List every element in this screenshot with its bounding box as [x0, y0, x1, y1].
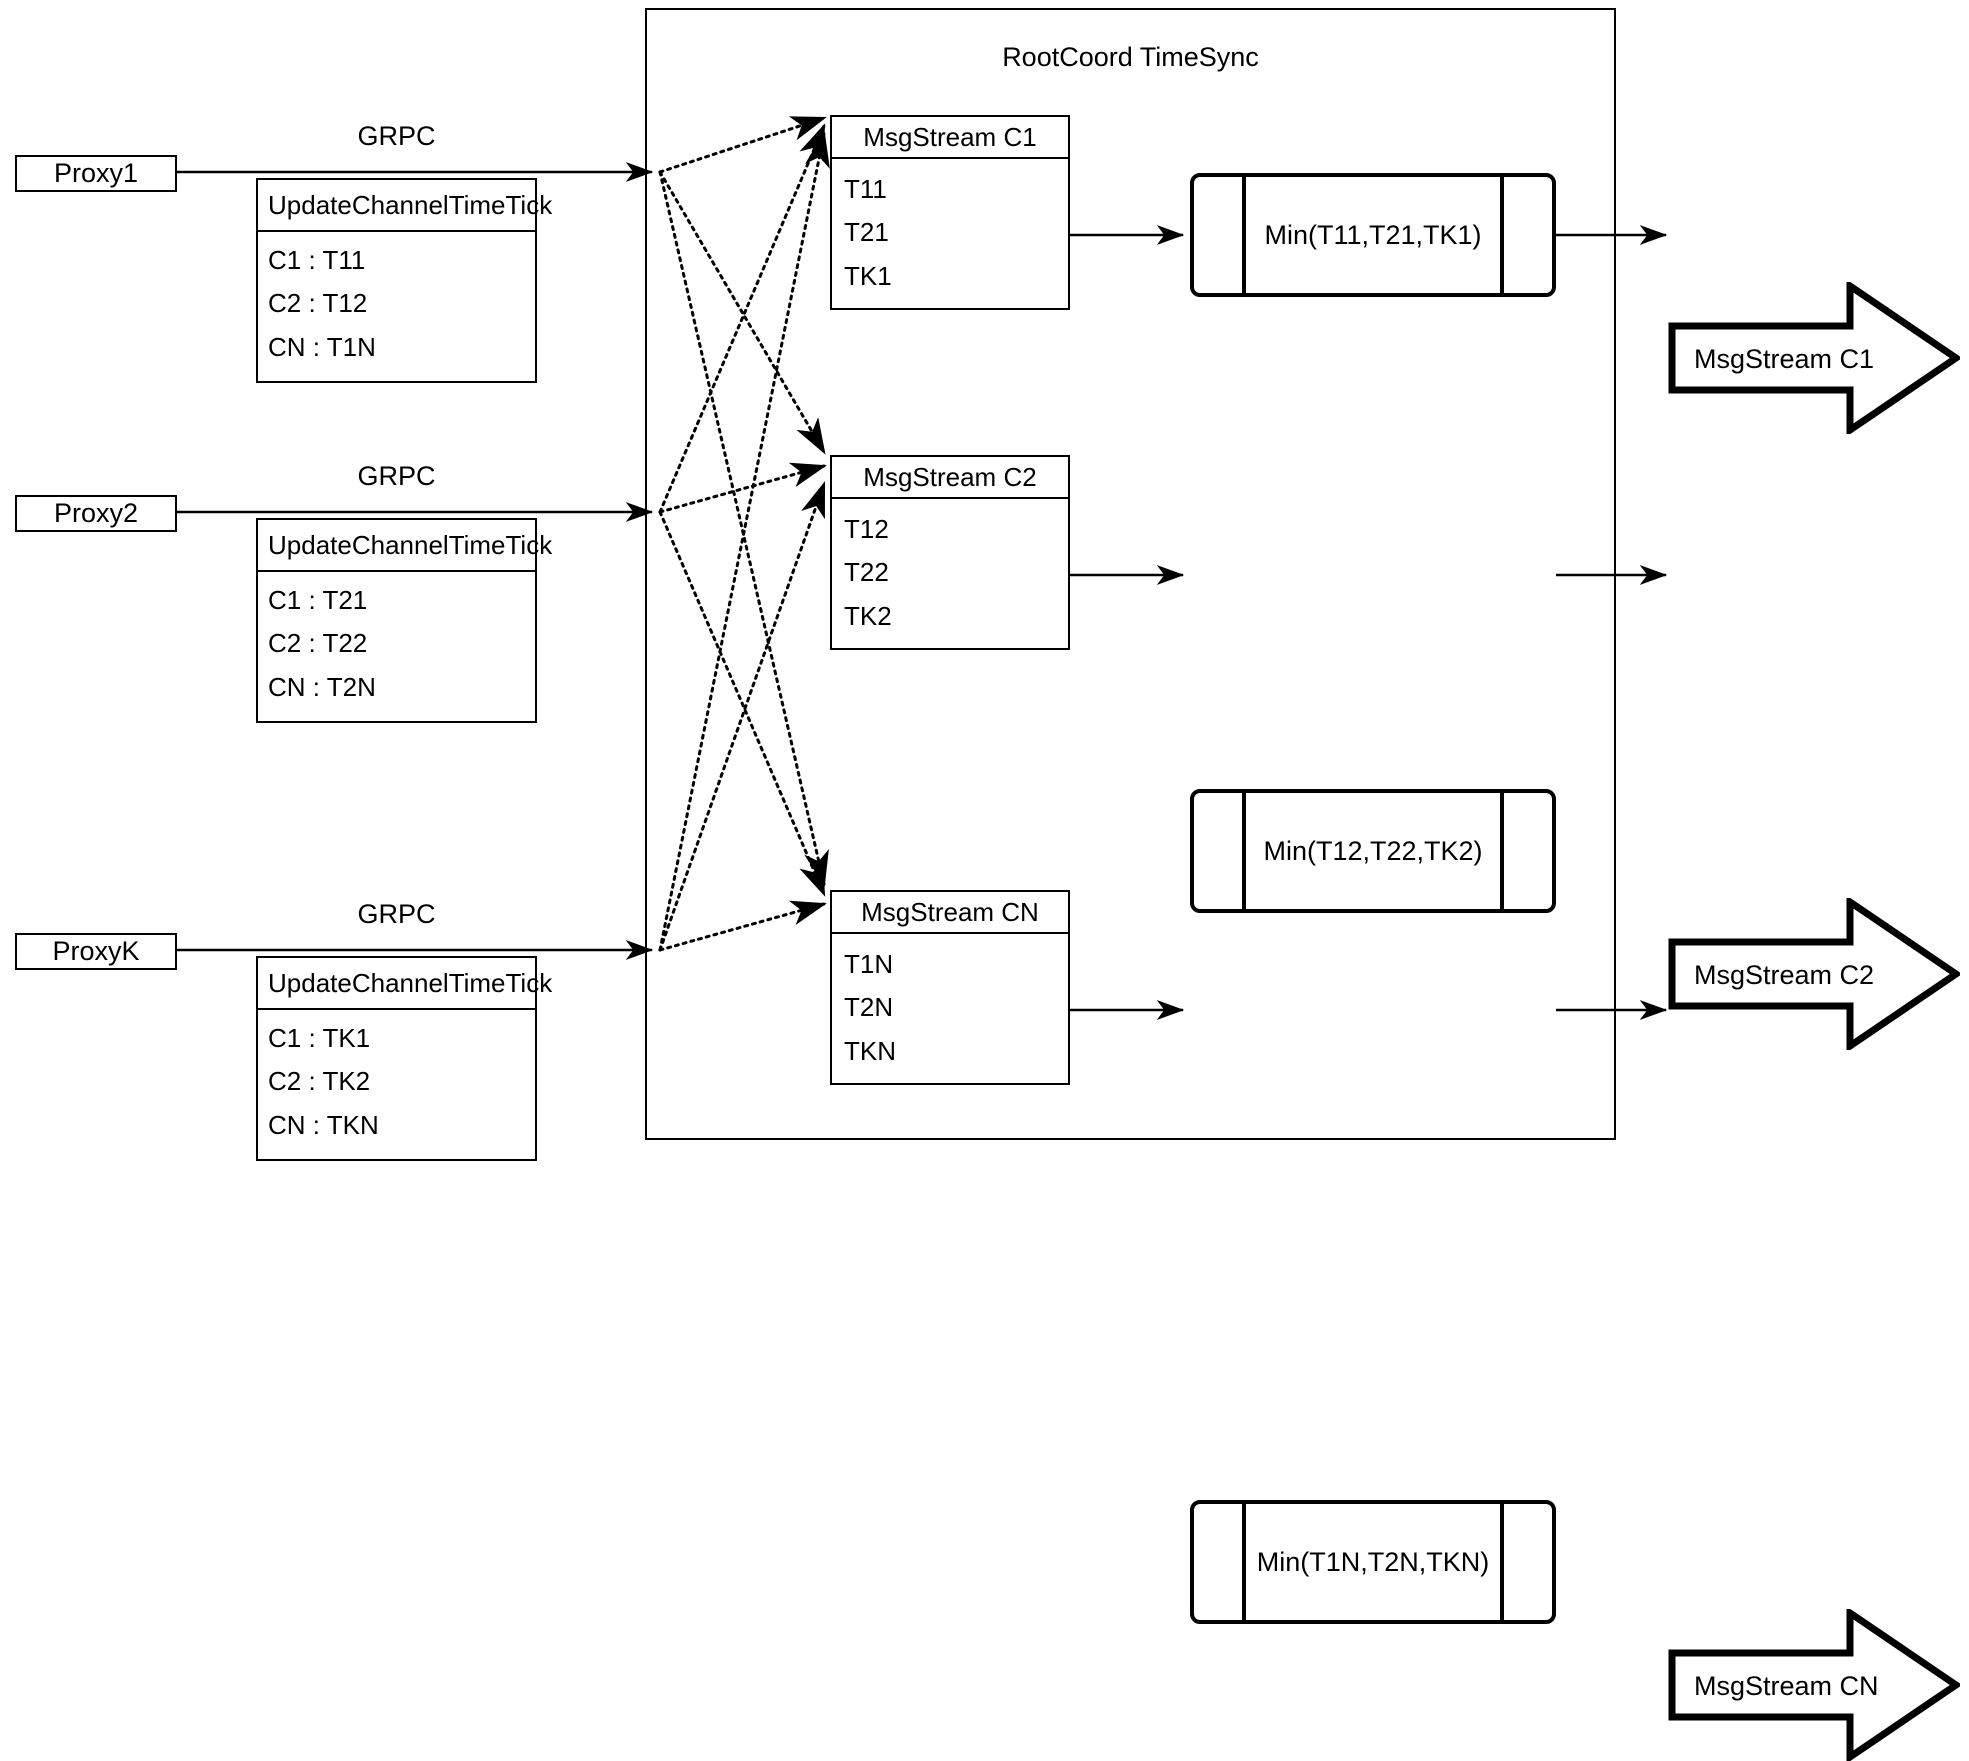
msgstream-box-c2: MsgStream C2 T12 T22 TK2 — [830, 455, 1070, 650]
min-label: Min(T1N,T2N,TKN) — [1256, 1546, 1490, 1577]
min-label: Min(T11,T21,TK1) — [1264, 219, 1482, 250]
timetick-row: C1 : TK1 — [268, 1022, 371, 1053]
update-channel-timetick-box-2: UpdateChannelTimeTick C1 : T21 C2 : T22 … — [256, 518, 552, 723]
grpc-label-1: GRPC — [357, 121, 436, 151]
rootcoord-timesync-title: RootCoord TimeSync — [1002, 42, 1259, 72]
output-block-arrow-c1: MsgStream C1 — [1668, 282, 1960, 434]
msgstream-title: MsgStream CN — [832, 892, 1068, 934]
timetick-rows: C1 : TK1 C2 : TK2 CN : TKN — [258, 1010, 535, 1159]
timetick-row: CN : T1N — [268, 332, 376, 363]
proxy-label: Proxy1 — [53, 158, 139, 188]
msgstream-box-cn: MsgStream CN T1N T2N TKN — [830, 890, 1070, 1085]
timetick-header: UpdateChannelTimeTick — [258, 180, 552, 232]
update-channel-timetick-box-k: UpdateChannelTimeTick C1 : TK1 C2 : TK2 … — [256, 956, 552, 1161]
msgstream-row: T12 — [844, 513, 889, 544]
timetick-row: C1 : T11 — [268, 244, 366, 275]
output-arrow-label: MsgStream C1 — [1694, 344, 1875, 374]
timetick-header: UpdateChannelTimeTick — [258, 520, 552, 572]
update-channel-timetick-box-1: UpdateChannelTimeTick C1 : T11 C2 : T12 … — [256, 178, 552, 383]
msgstream-row: T21 — [844, 217, 889, 248]
proxy-box-1[interactable]: Proxy1 — [15, 155, 177, 192]
msgstream-row: T1N — [844, 948, 894, 979]
output-arrow-label: MsgStream C2 — [1694, 960, 1875, 990]
min-left-divider — [1242, 793, 1246, 909]
msgstream-rows: T12 T22 TK2 — [832, 499, 1068, 648]
timetick-row: C2 : T12 — [268, 288, 368, 319]
msgstream-rows: T11 T21 TK1 — [832, 159, 1068, 308]
min-left-divider — [1242, 177, 1246, 293]
msgstream-row: TK1 — [844, 261, 892, 292]
min-right-divider — [1500, 793, 1504, 909]
msgstream-box-c1: MsgStream C1 T11 T21 TK1 — [830, 115, 1070, 310]
grpc-label-2: GRPC — [357, 461, 436, 491]
msgstream-row: T22 — [844, 557, 889, 588]
output-block-arrow-c2: MsgStream C2 — [1668, 898, 1960, 1050]
timetick-rows: C1 : T11 C2 : T12 CN : T1N — [258, 232, 535, 381]
msgstream-row: T11 — [844, 173, 887, 204]
msgstream-title: MsgStream C2 — [832, 457, 1068, 499]
min-left-divider — [1242, 1504, 1246, 1620]
msgstream-rows: T1N T2N TKN — [832, 934, 1068, 1083]
output-arrow-label: MsgStream CN — [1694, 1671, 1879, 1701]
msgstream-row: TKN — [844, 1036, 896, 1067]
timetick-row: C2 : T22 — [268, 628, 368, 659]
min-process-shape-n: Min(T1N,T2N,TKN) — [1190, 1500, 1556, 1624]
timetick-row: C2 : TK2 — [268, 1066, 371, 1097]
timetick-row: CN : TKN — [268, 1110, 379, 1141]
min-right-divider — [1500, 1504, 1504, 1620]
proxy-box-2[interactable]: Proxy2 — [15, 495, 177, 532]
grpc-label-k: GRPC — [357, 899, 436, 929]
msgstream-row: TK2 — [844, 601, 892, 632]
timetick-row: CN : T2N — [268, 672, 376, 703]
min-process-shape-2: Min(T12,T22,TK2) — [1190, 789, 1556, 913]
proxy-label: Proxy2 — [53, 498, 139, 528]
msgstream-title: MsgStream C1 — [832, 117, 1068, 159]
timetick-row: C1 : T21 — [268, 584, 368, 615]
proxy-label: ProxyK — [52, 936, 140, 966]
min-label: Min(T12,T22,TK2) — [1263, 835, 1483, 866]
proxy-box-k[interactable]: ProxyK — [15, 933, 177, 970]
timetick-rows: C1 : T21 C2 : T22 CN : T2N — [258, 572, 535, 721]
output-block-arrow-cn: MsgStream CN — [1668, 1609, 1960, 1761]
min-right-divider — [1500, 177, 1504, 293]
diagram-canvas: RootCoord TimeSync — [15, 8, 1960, 1761]
min-process-shape-1: Min(T11,T21,TK1) — [1190, 173, 1556, 297]
timetick-header: UpdateChannelTimeTick — [258, 958, 552, 1010]
msgstream-row: T2N — [844, 992, 894, 1023]
